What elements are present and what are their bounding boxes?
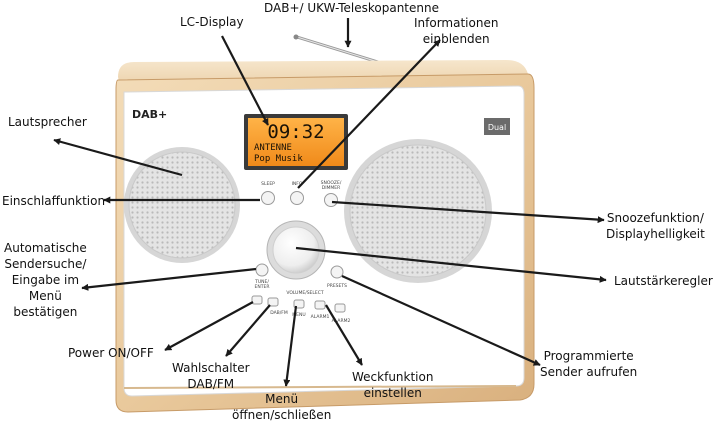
arrow-alarm: [325, 304, 363, 366]
display-line2: Pop Musik: [254, 154, 303, 164]
svg-text:DAB/FM: DAB/FM: [270, 310, 288, 316]
arrow-menu: [283, 305, 298, 387]
svg-text:PRESETS: PRESETS: [327, 283, 347, 289]
svg-text:SNOOZE/: SNOOZE/: [321, 180, 342, 186]
volume-knob[interactable]: VOLUME/SELECT: [266, 220, 326, 296]
label-info: Informationen einblenden: [414, 16, 499, 46]
arrow-mode: [225, 304, 271, 357]
info-button[interactable]: INFO: [290, 181, 304, 205]
label-autosearch: Automatische Sendersuche/ Eingabe im Men…: [4, 241, 87, 319]
label-menu: Menü öffnen/schließen: [232, 392, 332, 422]
dab-logo: DAB+: [132, 108, 167, 121]
label-power: Power ON/OFF: [68, 346, 154, 360]
presets-button[interactable]: PRESETS: [327, 265, 347, 289]
label-presets: Programmierte Sender aufrufen: [540, 349, 638, 379]
label-sleep: Einschlaffunktion: [2, 194, 106, 208]
arrow-volume: [295, 246, 607, 283]
arrow-presets: [341, 274, 541, 367]
svg-text:TUNE/: TUNE/: [254, 279, 269, 285]
arrow-snooze: [331, 200, 605, 224]
svg-text:ALARM1: ALARM1: [311, 314, 330, 320]
lcd-display: 09:32 ANTENNE Pop Musik: [244, 114, 348, 170]
alarm2-button[interactable]: ALARM2: [332, 303, 351, 324]
left-speaker: [124, 147, 240, 263]
svg-text:Dual: Dual: [488, 123, 506, 132]
label-speaker: Lautsprecher: [8, 115, 87, 129]
label-alarm: Weckfunktion einstellen: [352, 370, 434, 400]
alarm1-button[interactable]: ALARM1: [311, 300, 330, 320]
svg-text:INFO: INFO: [292, 181, 303, 187]
tune-enter-button[interactable]: TUNE/ ENTER: [254, 263, 270, 290]
svg-text:ENTER: ENTER: [255, 284, 270, 290]
menu-button[interactable]: MENU: [292, 299, 306, 318]
arrow-lc-display: [221, 35, 269, 126]
label-volume: Lautstärkeregler: [614, 274, 713, 288]
dual-logo: Dual: [484, 118, 510, 135]
display-time: 09:32: [267, 121, 324, 143]
arrow-autosearch: [81, 267, 257, 291]
svg-text:SLEEP: SLEEP: [261, 181, 275, 187]
arrow-power: [164, 301, 254, 351]
right-speaker: [344, 139, 492, 283]
svg-text:ALARM2: ALARM2: [332, 318, 351, 324]
label-lc-display: LC-Display: [180, 15, 244, 29]
svg-text:MENU: MENU: [292, 312, 305, 318]
label-mode-switch: Wahlschalter DAB/FM: [172, 361, 250, 391]
sleep-button[interactable]: SLEEP: [261, 181, 275, 205]
callout-arrows: [53, 18, 607, 387]
arrow-speaker: [53, 138, 183, 177]
svg-text:DIMMER: DIMMER: [322, 185, 341, 191]
label-antenna: DAB+/ UKW-Teleskopantenne: [264, 1, 439, 15]
svg-text:VOLUME/SELECT: VOLUME/SELECT: [286, 290, 324, 296]
display-line1: ANTENNE: [254, 143, 292, 153]
arrow-info: [297, 39, 441, 189]
power-button[interactable]: [251, 295, 263, 305]
label-snooze: Snoozefunktion/ Displayhelligkeit: [606, 211, 705, 241]
dab-fm-button[interactable]: DAB/FM: [267, 297, 288, 316]
